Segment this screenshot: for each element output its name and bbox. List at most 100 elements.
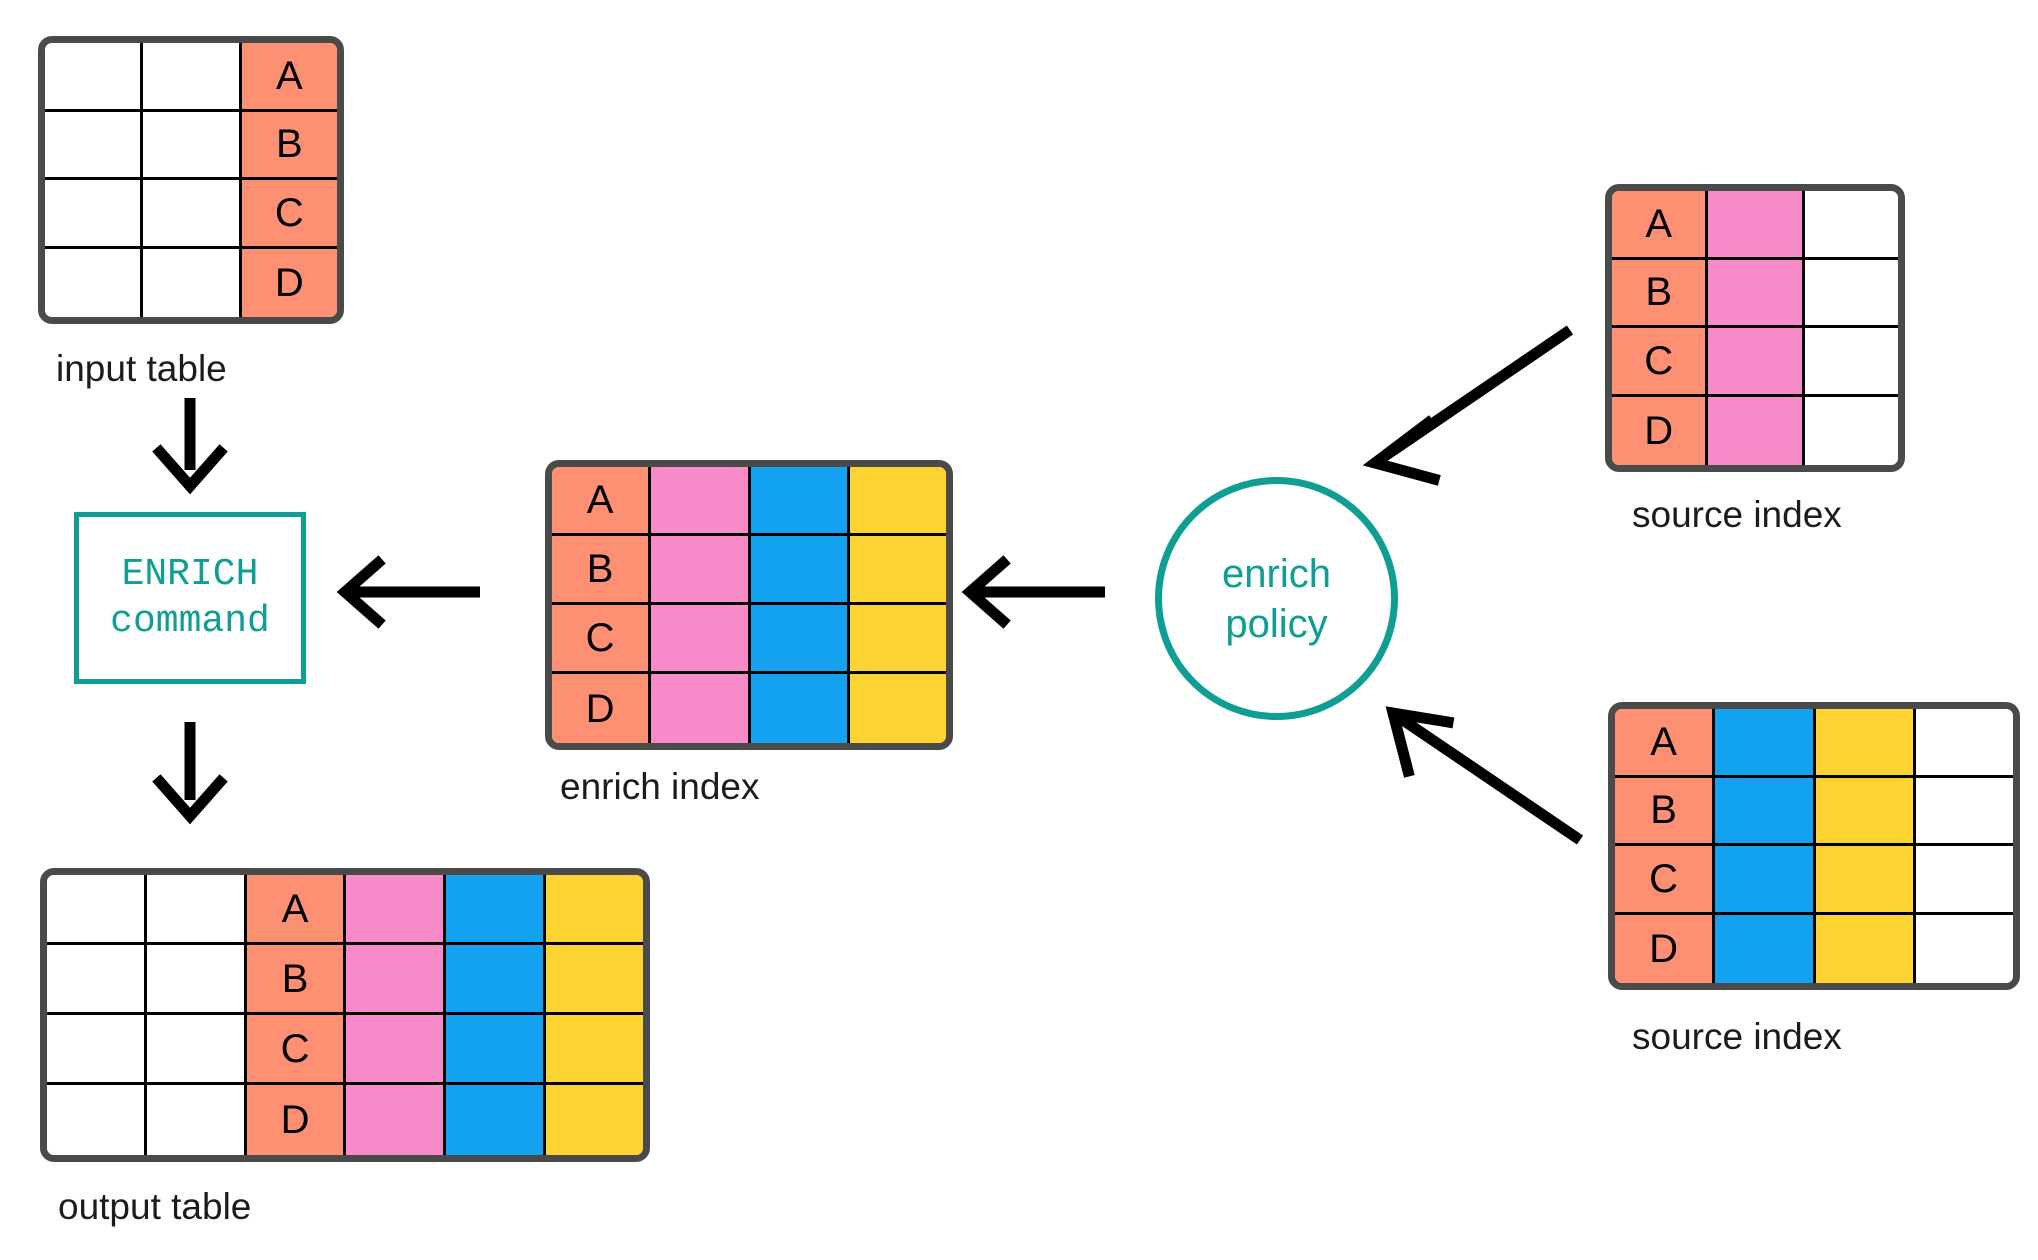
enrich-command-box[interactable]: ENRICH command bbox=[74, 512, 306, 684]
table-cell bbox=[546, 1085, 643, 1155]
source-index-top-table: A B C D bbox=[1605, 184, 1905, 472]
table-row: C bbox=[1615, 846, 2013, 915]
table-cell bbox=[143, 111, 242, 180]
enrich-command-line2: command bbox=[110, 600, 270, 643]
table-row: D bbox=[1612, 396, 1898, 465]
table-row: B bbox=[552, 536, 946, 605]
table-cell bbox=[750, 605, 850, 674]
table-cell bbox=[1915, 914, 2013, 983]
table-cell bbox=[750, 674, 850, 743]
table-row: C bbox=[45, 180, 337, 249]
enrich-index-table: A B C D bbox=[545, 460, 953, 750]
table-cell bbox=[47, 1085, 147, 1155]
table-cell bbox=[45, 111, 144, 180]
table-cell-key: D bbox=[552, 674, 652, 743]
table-row: A bbox=[47, 875, 643, 945]
table-cell bbox=[1804, 328, 1898, 397]
table-cell-key: C bbox=[1615, 846, 1716, 915]
table-cell bbox=[1815, 846, 1916, 915]
table-cell bbox=[143, 180, 242, 249]
source-index-top-caption: source index bbox=[1632, 494, 1842, 535]
table-cell-key: A bbox=[1612, 191, 1709, 260]
table-cell-key: C bbox=[552, 605, 652, 674]
enrich-policy-circle[interactable]: enrich policy bbox=[1155, 477, 1398, 720]
table-row: A bbox=[45, 43, 337, 112]
output-table: A B C D bbox=[40, 868, 650, 1162]
table-cell-key: A bbox=[246, 875, 347, 945]
table-cell bbox=[45, 248, 144, 317]
table-cell bbox=[651, 536, 751, 605]
table-cell bbox=[45, 180, 144, 249]
arrow-source-index-bottom-to-policy bbox=[1385, 706, 1584, 845]
table-cell bbox=[47, 875, 147, 945]
arrow-command-to-output bbox=[152, 722, 228, 825]
table-cell bbox=[1708, 191, 1805, 260]
arrow-policy-to-enrich-index bbox=[961, 555, 1105, 629]
table-cell bbox=[849, 674, 946, 743]
table-cell-key: A bbox=[1615, 709, 1716, 778]
table-cell bbox=[1915, 777, 2013, 846]
table-cell bbox=[346, 1085, 447, 1155]
table-cell bbox=[1715, 846, 1816, 915]
table-cell-key: B bbox=[241, 111, 337, 180]
table-row: A bbox=[552, 467, 946, 536]
table-cell bbox=[1715, 777, 1816, 846]
table-cell bbox=[146, 1085, 247, 1155]
table-row: D bbox=[552, 674, 946, 743]
table-row: D bbox=[47, 1085, 643, 1155]
table-cell bbox=[651, 674, 751, 743]
table-cell bbox=[1815, 777, 1916, 846]
table-cell bbox=[1708, 396, 1805, 465]
input-table: A B C D bbox=[38, 36, 344, 324]
table-cell-key: C bbox=[1612, 328, 1709, 397]
source-index-bottom-caption: source index bbox=[1632, 1016, 1842, 1057]
table-cell bbox=[47, 945, 147, 1015]
table-cell-key: D bbox=[246, 1085, 347, 1155]
source-index-bottom-table: A B C D bbox=[1608, 702, 2020, 990]
table-cell-key: D bbox=[241, 248, 337, 317]
table-row: C bbox=[47, 1015, 643, 1085]
table-cell-key: D bbox=[1615, 914, 1716, 983]
table-cell-key: C bbox=[241, 180, 337, 249]
table-cell bbox=[1708, 259, 1805, 328]
table-cell bbox=[1815, 914, 1916, 983]
arrow-source-index-top-to-policy bbox=[1362, 325, 1574, 486]
table-cell bbox=[546, 875, 643, 945]
table-row: B bbox=[1615, 777, 2013, 846]
table-cell bbox=[146, 1015, 247, 1085]
table-cell bbox=[750, 467, 850, 536]
table-row: B bbox=[45, 111, 337, 180]
table-cell bbox=[1804, 259, 1898, 328]
table-cell bbox=[849, 467, 946, 536]
table-cell bbox=[849, 536, 946, 605]
table-cell bbox=[1715, 914, 1816, 983]
arrow-enrich-index-to-command bbox=[336, 555, 480, 629]
table-row: C bbox=[1612, 328, 1898, 397]
table-row: A bbox=[1612, 191, 1898, 260]
table-cell bbox=[446, 1015, 547, 1085]
table-cell bbox=[146, 875, 247, 945]
table-cell bbox=[546, 945, 643, 1015]
enrich-command-line1: ENRICH bbox=[121, 552, 259, 596]
table-cell bbox=[446, 875, 547, 945]
table-cell bbox=[1815, 709, 1916, 778]
table-cell-key: B bbox=[1615, 777, 1716, 846]
table-cell bbox=[446, 1085, 547, 1155]
table-cell-key: A bbox=[552, 467, 652, 536]
table-cell bbox=[446, 945, 547, 1015]
table-cell bbox=[1804, 191, 1898, 260]
enrich-policy-line2: policy bbox=[1225, 601, 1328, 646]
table-row: B bbox=[1612, 259, 1898, 328]
table-cell bbox=[1715, 709, 1816, 778]
table-cell-key: A bbox=[241, 43, 337, 112]
table-cell bbox=[143, 248, 242, 317]
table-cell bbox=[346, 945, 447, 1015]
output-table-caption: output table bbox=[58, 1186, 252, 1227]
table-cell bbox=[1915, 846, 2013, 915]
table-cell bbox=[651, 467, 751, 536]
table-cell bbox=[146, 945, 247, 1015]
enrich-index-caption: enrich index bbox=[560, 766, 760, 807]
table-cell bbox=[45, 43, 144, 112]
table-cell bbox=[546, 1015, 643, 1085]
